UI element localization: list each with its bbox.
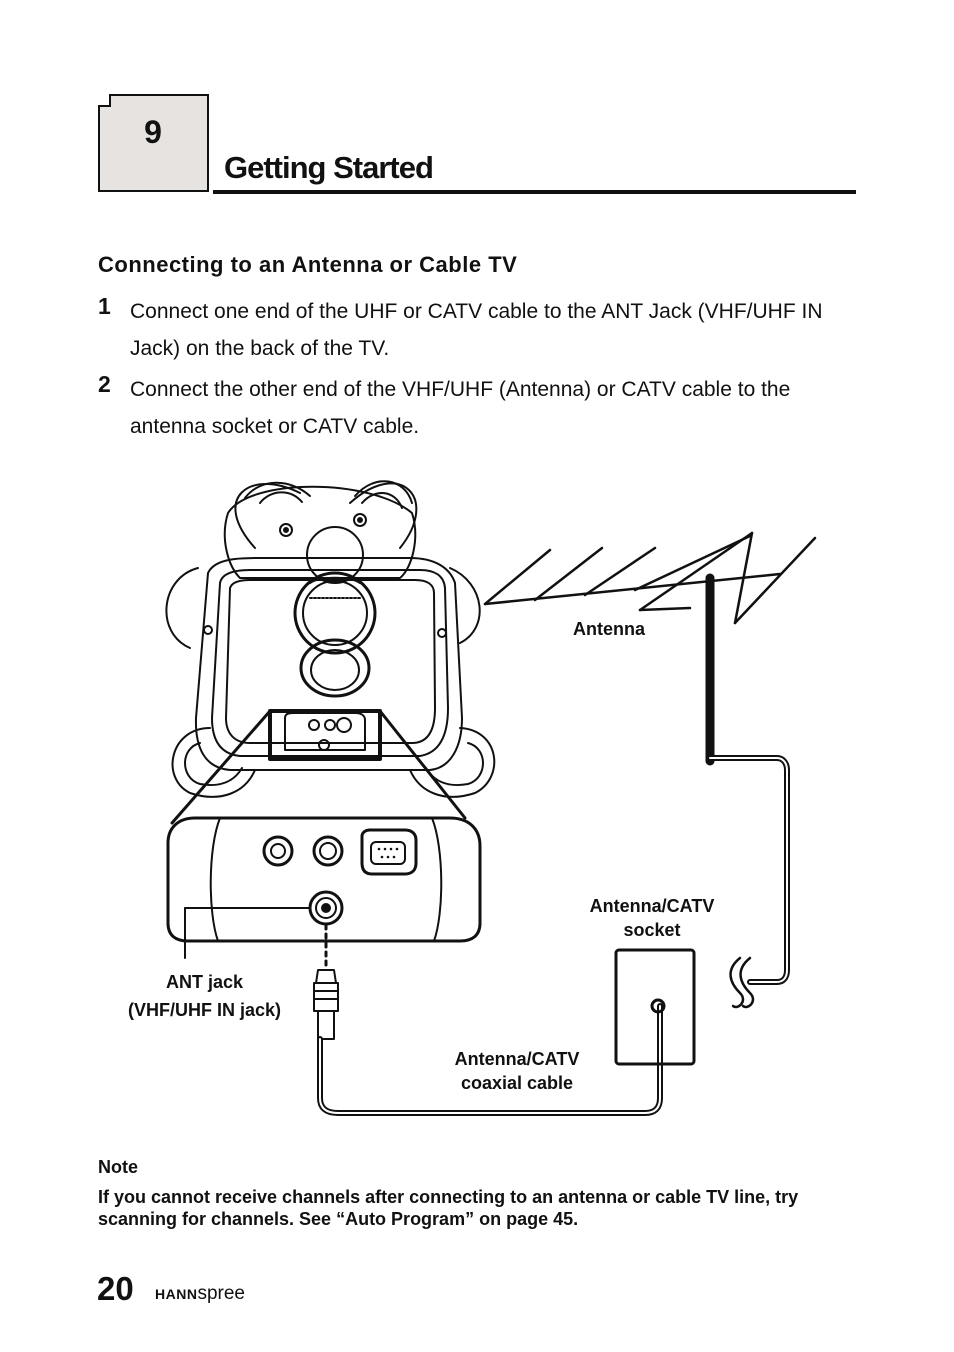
step-number: 2 — [98, 371, 111, 397]
antenna-label: Antenna — [573, 619, 645, 639]
ant-jack-label-line2: (VHF/UHF IN jack) — [127, 1000, 282, 1020]
socket-label-line2: socket — [623, 920, 681, 940]
coaxial-cable — [313, 923, 663, 1116]
section-heading: Connecting to an Antenna or Cable TV — [98, 252, 518, 277]
page-title: Getting Started — [224, 150, 434, 185]
brand-logo: HANNspree — [155, 1283, 245, 1305]
step-text: Connect one end of the UHF or CATV cable… — [130, 300, 823, 360]
brand-bold: HANN — [155, 1286, 198, 1302]
step-text: Connect the other end of the VHF/UHF (An… — [130, 378, 791, 438]
antenna-illustration — [483, 531, 817, 1009]
bear-tv-illustration — [165, 480, 496, 798]
note-text: If you cannot receive channels after con… — [98, 1187, 799, 1229]
title-rule — [213, 190, 856, 194]
zoom-lines — [170, 709, 467, 825]
wall-socket — [614, 948, 696, 1066]
enlarged-jack-panel — [166, 816, 482, 959]
cable-label-line1: Antenna/CATV — [454, 1049, 580, 1069]
connection-diagram — [165, 480, 817, 1116]
chapter-number: 9 — [144, 114, 162, 150]
ant-jack-label: ANT jack (VHF/UHF IN jack) — [117, 970, 292, 1022]
chapter-tab-shape — [98, 94, 209, 192]
note-heading: Note — [98, 1157, 138, 1177]
socket-label-line1: Antenna/CATV — [589, 896, 715, 916]
page-number: 20 — [97, 1270, 134, 1307]
socket-label: Antenna/CATV socket — [581, 894, 723, 942]
brand-light: spree — [197, 1283, 245, 1304]
cable-label: Antenna/CATV coaxial cable — [446, 1047, 588, 1095]
ant-jack-label-line1: ANT jack — [165, 972, 244, 992]
chapter-tab: 9 — [98, 94, 209, 192]
step-number: 1 — [98, 293, 111, 319]
cable-label-line2: coaxial cable — [460, 1073, 574, 1093]
